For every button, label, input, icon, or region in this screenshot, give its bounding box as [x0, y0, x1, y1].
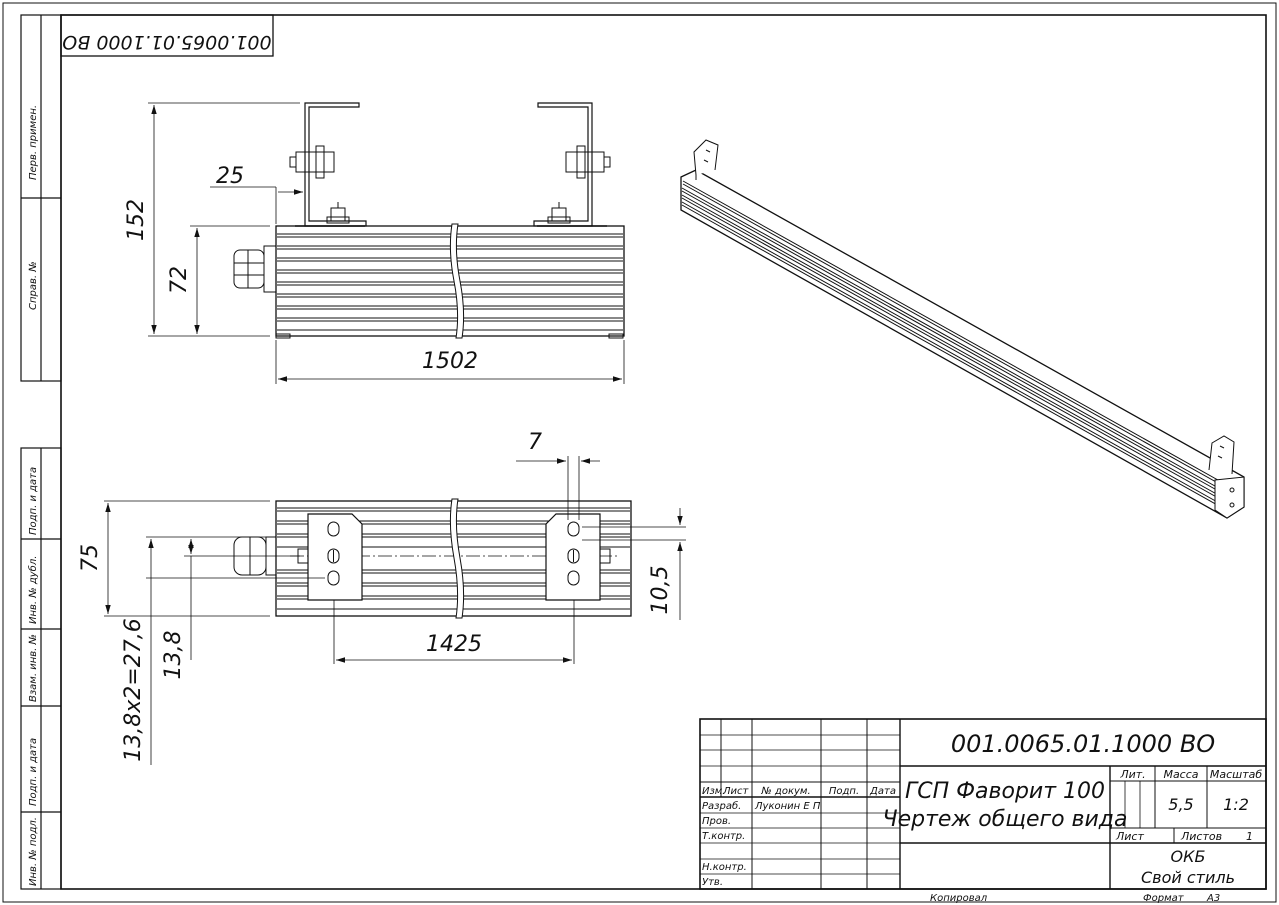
dim-hole-pitch: 13,8	[161, 631, 186, 680]
sheets-total: 1	[1246, 830, 1253, 843]
row-nkontr: Н.контр.	[702, 862, 747, 873]
document-code: 001.0065.01.1000 ВО	[951, 730, 1215, 758]
dim-bracket-offset: 25	[216, 164, 244, 189]
label-inv-podl: Инв. № подл.	[28, 817, 39, 886]
row-utv: Утв.	[702, 877, 723, 888]
row-razrab: Разраб.	[702, 800, 741, 812]
dim-bracket-spacing: 1425	[426, 632, 482, 657]
scale-value: 1:2	[1223, 795, 1249, 814]
col-podp: Подп.	[829, 786, 859, 797]
col-data: Дата	[869, 786, 896, 797]
title-block	[699, 718, 1267, 890]
dim-hole-pitch-total: 13,8x2=27,6	[121, 618, 146, 761]
title-block-text: 001.0065.01.1000 ВО ГСП Фаворит 100 Черт…	[702, 730, 1262, 904]
format-value: А3	[1206, 893, 1220, 904]
col-izm: Изм.	[702, 786, 726, 797]
organization-line-1: ОКБ	[1171, 847, 1206, 866]
row-prov: Пров.	[702, 816, 731, 827]
col-list: Лист	[722, 786, 750, 797]
top-dimension-labels: 75 13,8x2=27,6 13,8 1425 7 10,5	[78, 430, 673, 762]
side-strip	[20, 14, 62, 890]
isometric-view	[680, 139, 1245, 519]
front-dimensions	[148, 102, 625, 384]
sheet-label: Лист	[1115, 830, 1144, 843]
front-dimension-labels: 152 72 25 1502	[124, 164, 478, 374]
mass-value: 5,5	[1168, 795, 1193, 814]
row-tkontr: Т.контр.	[702, 831, 745, 842]
title-line-1: ГСП Фаворит 100	[905, 779, 1105, 804]
label-vzam-inv: Взам. инв. №	[28, 634, 39, 702]
side-strip-labels: Перв. примен. Справ. № Подп. и дата Инв.…	[27, 105, 39, 886]
sheets-label: Листов	[1180, 830, 1222, 843]
code-box-top: 001.0065.01.1000 ВО	[60, 14, 274, 57]
organization-line-2: Свой стиль	[1141, 868, 1235, 887]
mass-label: Масса	[1163, 768, 1198, 781]
dim-height-total: 152	[124, 199, 149, 241]
scale-label: Масштаб	[1210, 768, 1262, 781]
dim-width: 75	[78, 544, 103, 572]
title-line-2: Чертеж общего вида	[883, 807, 1128, 832]
label-podp-data-1: Подп. и дата	[28, 467, 39, 535]
front-view	[233, 102, 625, 339]
top-view	[233, 498, 632, 619]
label-inv-dubl: Инв. № дубл.	[27, 556, 39, 624]
copied-label: Копировал	[930, 893, 988, 904]
dim-length: 1502	[422, 349, 478, 374]
dim-body-height: 72	[167, 266, 192, 294]
label-podp-data-2: Подп. и дата	[28, 738, 39, 806]
label-perv-primen: Перв. примен.	[28, 105, 39, 180]
dim-slot-height: 10,5	[648, 566, 673, 615]
front-view-fins	[277, 233, 623, 331]
dim-slot-width: 7	[528, 430, 542, 455]
lit-label: Лит.	[1119, 768, 1145, 781]
label-sprav-no: Справ. №	[28, 261, 39, 310]
top-dimensions	[104, 456, 686, 765]
document-code-rotated: 001.0065.01.1000 ВО	[62, 31, 271, 53]
razrab-name: Луконин Е П	[754, 801, 821, 812]
format-label: Формат	[1143, 893, 1185, 904]
col-docum: № докум.	[760, 786, 810, 797]
